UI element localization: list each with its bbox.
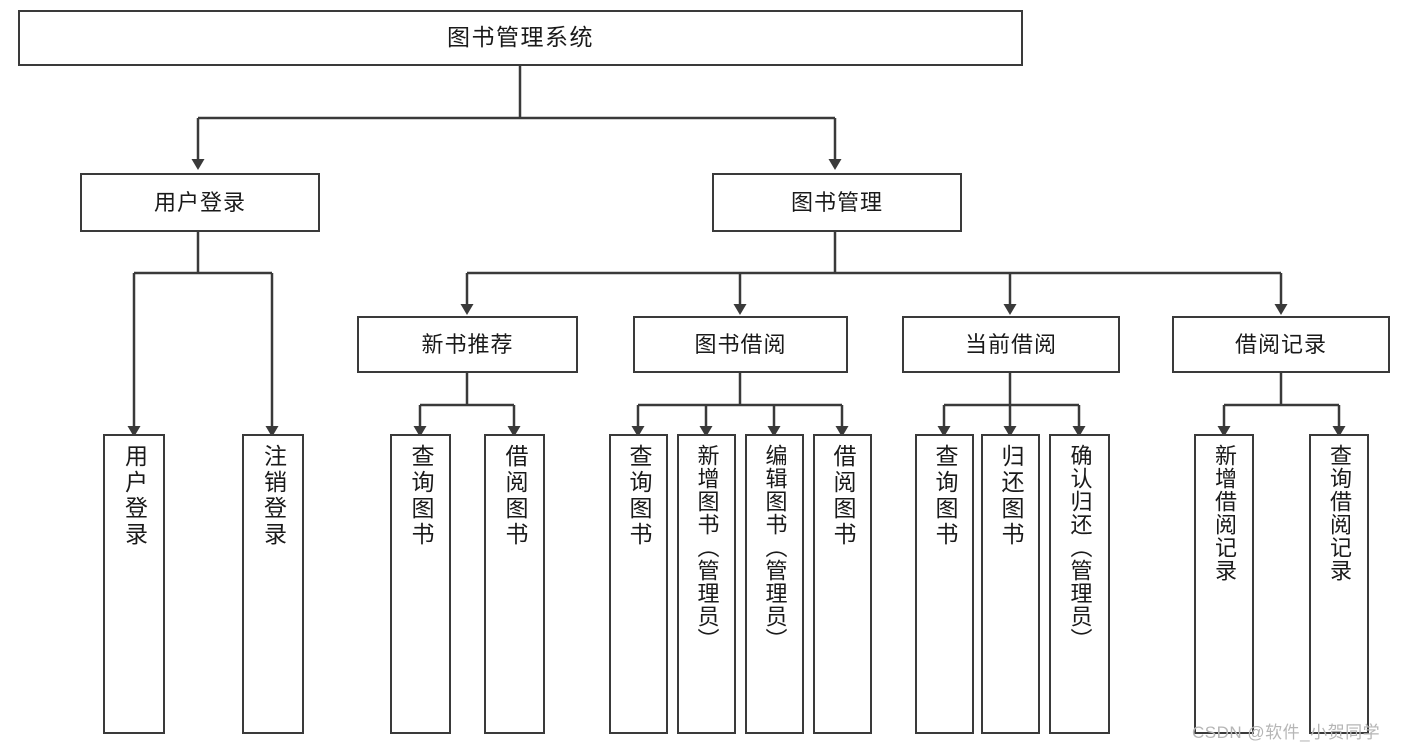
node-label: 确认归还（管理员） [1067, 444, 1093, 651]
leaf-new-book-query[interactable]: 查询图书 [390, 434, 451, 734]
leaf-book-borrow-edit[interactable]: 编辑图书（管理员） [745, 434, 804, 734]
node-label: 编辑图书（管理员） [762, 444, 788, 651]
node-current-borrow[interactable]: 当前借阅 [902, 316, 1120, 373]
node-label: 新增图书（管理员） [694, 444, 720, 651]
node-label: 查询图书 [626, 444, 652, 548]
node-label: 注销登录 [260, 444, 287, 548]
leaf-current-borrow-confirm-return[interactable]: 确认归还（管理员） [1049, 434, 1110, 734]
node-label: 用户登录 [153, 189, 246, 215]
leaf-book-borrow-borrow[interactable]: 借阅图书 [813, 434, 872, 734]
node-borrow-records[interactable]: 借阅记录 [1172, 316, 1390, 373]
node-label: 借阅图书 [502, 444, 528, 548]
node-book-borrow[interactable]: 图书借阅 [633, 316, 848, 373]
node-label: 图书管理系统 [447, 24, 594, 51]
leaf-user-login-logout[interactable]: 注销登录 [242, 434, 304, 734]
node-label: 借阅图书 [830, 444, 856, 548]
csdn-watermark: CSDN @软件_小贺同学 [1192, 723, 1381, 742]
node-label: 归还图书 [998, 444, 1024, 548]
leaf-current-borrow-return[interactable]: 归还图书 [981, 434, 1040, 734]
node-label: 查询图书 [932, 444, 958, 548]
node-label: 查询图书 [408, 444, 434, 548]
leaf-book-borrow-query[interactable]: 查询图书 [609, 434, 668, 734]
node-label: 用户登录 [121, 444, 148, 548]
node-new-book-recommend[interactable]: 新书推荐 [357, 316, 578, 373]
leaf-current-borrow-query[interactable]: 查询图书 [915, 434, 974, 734]
leaf-book-borrow-add[interactable]: 新增图书（管理员） [677, 434, 736, 734]
leaf-records-query[interactable]: 查询借阅记录 [1309, 434, 1369, 734]
node-label: 新书推荐 [421, 331, 514, 357]
node-label: 图书借阅 [694, 331, 787, 357]
node-user-login[interactable]: 用户登录 [80, 173, 320, 232]
node-root-system[interactable]: 图书管理系统 [18, 10, 1023, 66]
node-label: 当前借阅 [964, 331, 1057, 357]
node-book-management[interactable]: 图书管理 [712, 173, 962, 232]
node-label: 查询借阅记录 [1327, 444, 1352, 582]
node-label: 借阅记录 [1234, 331, 1327, 357]
leaf-new-book-borrow[interactable]: 借阅图书 [484, 434, 545, 734]
node-label: 新增借阅记录 [1212, 444, 1237, 582]
leaf-records-add[interactable]: 新增借阅记录 [1194, 434, 1254, 734]
leaf-user-login-login[interactable]: 用户登录 [103, 434, 165, 734]
node-label: 图书管理 [790, 189, 883, 215]
